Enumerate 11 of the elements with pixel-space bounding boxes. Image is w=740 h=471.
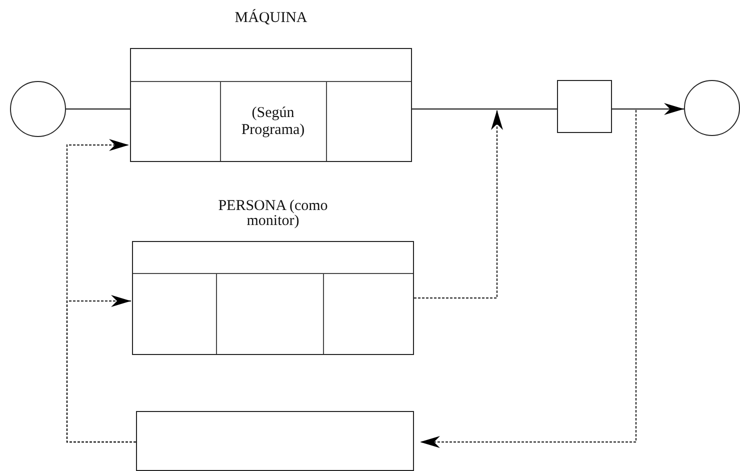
process-box — [136, 411, 414, 471]
arrow — [414, 110, 503, 299]
square-box — [557, 80, 612, 133]
arrow — [66, 295, 136, 443]
program-cell: (Según Programa) — [220, 81, 326, 163]
box-heading: MÁQUINA — [234, 11, 308, 26]
arrow — [612, 103, 684, 115]
arrow — [420, 110, 637, 448]
box-heading: PERSONA (como monitor) — [217, 199, 329, 229]
connector-line — [412, 108, 557, 110]
connector-line — [66, 108, 130, 110]
